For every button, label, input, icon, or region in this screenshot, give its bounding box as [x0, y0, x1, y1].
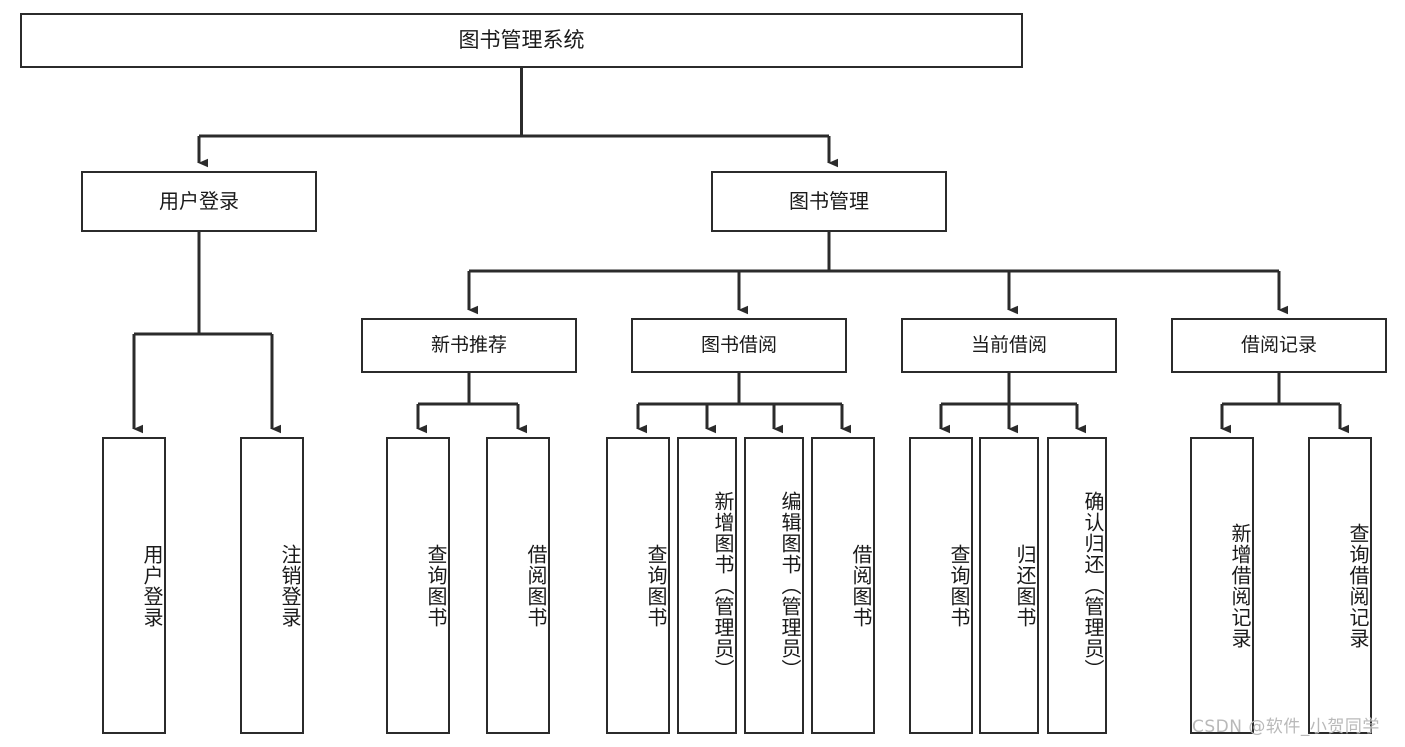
node-borrow-record-label: 借阅记录 — [1240, 333, 1317, 356]
node-root-label: 图书管理系统 — [458, 27, 585, 52]
node-leaf-query-book-3-label: 查询图书 — [947, 543, 971, 628]
node-leaf-add-record-label: 新增借阅记录 — [1228, 522, 1252, 649]
node-leaf-return-book[interactable]: 归还图书 — [979, 437, 1039, 734]
node-leaf-edit-book-label: 编辑图书（管理员） — [778, 491, 802, 680]
node-leaf-confirm-return[interactable]: 确认归还（管理员） — [1047, 437, 1107, 734]
node-current-borrow[interactable]: 当前借阅 — [901, 318, 1117, 373]
node-leaf-query-book-2-label: 查询图书 — [644, 543, 668, 628]
node-borrow-record[interactable]: 借阅记录 — [1171, 318, 1387, 373]
node-leaf-query-book-1[interactable]: 查询图书 — [386, 437, 450, 734]
node-new-book-recommend-label: 新书推荐 — [430, 333, 507, 356]
node-leaf-borrow-book-1-label: 借阅图书 — [524, 543, 548, 628]
node-leaf-borrow-book-1[interactable]: 借阅图书 — [486, 437, 550, 734]
node-current-borrow-label: 当前借阅 — [970, 333, 1047, 356]
node-new-book-recommend[interactable]: 新书推荐 — [361, 318, 577, 373]
node-user-login[interactable]: 用户登录 — [81, 171, 317, 232]
node-book-management-label: 图书管理 — [789, 189, 869, 214]
node-leaf-confirm-return-label: 确认归还（管理员） — [1081, 491, 1105, 680]
node-leaf-logout[interactable]: 注销登录 — [240, 437, 304, 734]
node-leaf-query-book-3[interactable]: 查询图书 — [909, 437, 973, 734]
node-leaf-query-record-label: 查询借阅记录 — [1346, 522, 1370, 649]
node-leaf-add-record[interactable]: 新增借阅记录 — [1190, 437, 1254, 734]
node-leaf-add-book[interactable]: 新增图书（管理员） — [677, 437, 737, 734]
node-root[interactable]: 图书管理系统 — [20, 13, 1023, 68]
node-leaf-borrow-book-2[interactable]: 借阅图书 — [811, 437, 875, 734]
node-leaf-user-login-label: 用户登录 — [140, 543, 164, 628]
node-book-borrow[interactable]: 图书借阅 — [631, 318, 847, 373]
node-leaf-user-login[interactable]: 用户登录 — [102, 437, 166, 734]
node-leaf-add-book-label: 新增图书（管理员） — [711, 491, 735, 680]
node-leaf-borrow-book-2-label: 借阅图书 — [849, 543, 873, 628]
node-book-borrow-label: 图书借阅 — [700, 333, 777, 356]
csdn-watermark: CSDN @软件_小贺同学 — [1192, 717, 1380, 737]
node-leaf-edit-book[interactable]: 编辑图书（管理员） — [744, 437, 804, 734]
node-leaf-query-record[interactable]: 查询借阅记录 — [1308, 437, 1372, 734]
node-leaf-return-book-label: 归还图书 — [1013, 543, 1037, 628]
node-leaf-query-book-1-label: 查询图书 — [424, 543, 448, 628]
node-book-management[interactable]: 图书管理 — [711, 171, 947, 232]
node-user-login-label: 用户登录 — [159, 189, 239, 214]
node-leaf-logout-label: 注销登录 — [278, 543, 302, 628]
node-leaf-query-book-2[interactable]: 查询图书 — [606, 437, 670, 734]
